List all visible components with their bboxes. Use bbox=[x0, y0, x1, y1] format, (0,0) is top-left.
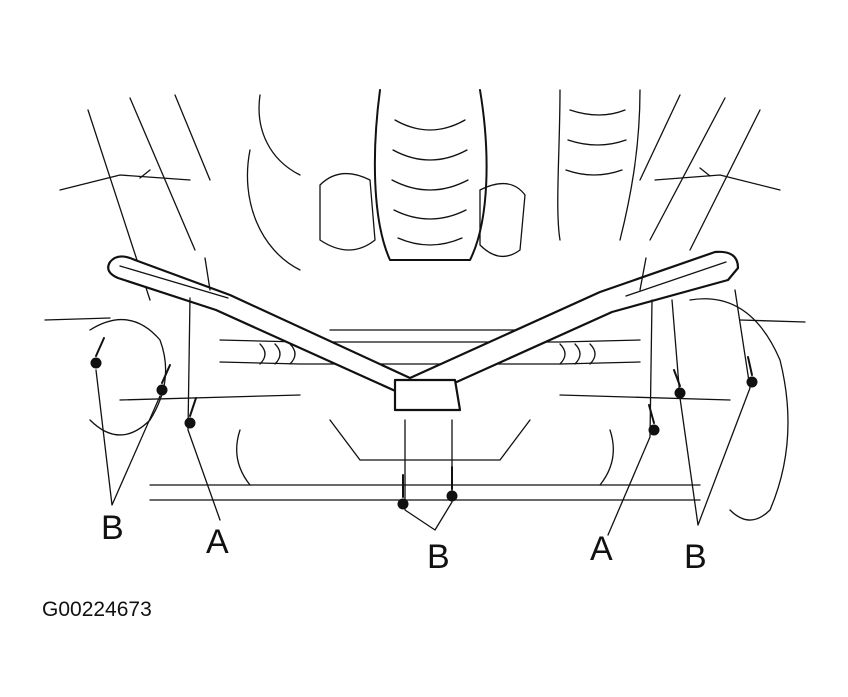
bolt-icon bbox=[746, 356, 758, 388]
callout-a-right: A bbox=[590, 530, 613, 568]
transmission bbox=[246, 89, 641, 271]
callout-b-right: B bbox=[684, 538, 707, 576]
bolts bbox=[90, 337, 758, 510]
bolt-icon bbox=[156, 364, 171, 396]
bolt-icon bbox=[184, 397, 197, 429]
callout-b-left: B bbox=[101, 509, 124, 547]
chassis-outline bbox=[44, 94, 806, 323]
brace-bar bbox=[107, 250, 740, 412]
bolt-icon bbox=[90, 337, 105, 369]
figure-id: G00224673 bbox=[42, 598, 152, 621]
callout-b-center: B bbox=[427, 538, 450, 576]
leader-lines bbox=[95, 289, 751, 536]
bolt-icon bbox=[397, 474, 409, 510]
callout-a-left: A bbox=[206, 523, 229, 561]
steering-rack bbox=[89, 298, 789, 521]
